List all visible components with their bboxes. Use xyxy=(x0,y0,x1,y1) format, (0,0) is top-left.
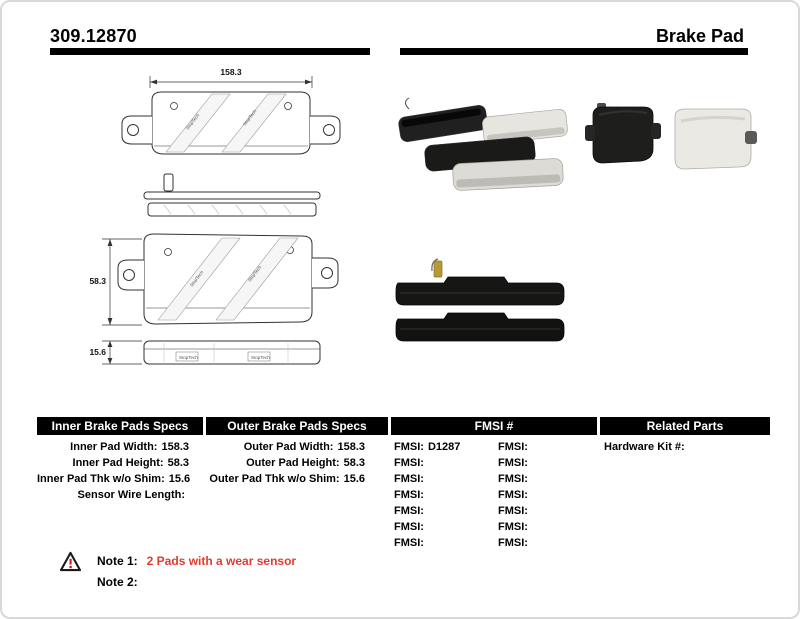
spec-label: Inner Pad Height: xyxy=(72,457,164,469)
drawing-front-view-1 xyxy=(121,76,341,155)
dimension-thickness-label: 15.6 xyxy=(89,347,106,357)
note-2-label: Note 2: xyxy=(97,575,138,589)
spec-row: Outer Pad Height:58.3 xyxy=(205,455,365,471)
section-header-inner-specs: Inner Brake Pads Specs xyxy=(37,417,203,435)
pad-clip xyxy=(745,131,757,144)
fmsi-row: FMSI: xyxy=(498,519,532,535)
fmsi-label: FMSI: xyxy=(498,441,528,453)
spec-value: 158.3 xyxy=(161,441,189,453)
note-1: Note 1: 2 Pads with a wear sensor xyxy=(97,554,296,568)
fmsi-column-2: FMSI: FMSI: FMSI: FMSI: FMSI: FMSI: FMSI… xyxy=(498,439,532,551)
header-rule-right xyxy=(400,48,748,55)
section-header-fmsi: FMSI # xyxy=(391,417,597,435)
technical-drawings: 158.3 StopTech StopTech xyxy=(89,67,341,365)
fmsi-row: FMSI: xyxy=(394,471,460,487)
spec-label: Outer Pad Height: xyxy=(246,457,340,469)
spec-row: Inner Pad Thk w/o Shim:15.6 xyxy=(37,471,191,487)
spec-label: Outer Pad Thk w/o Shim: xyxy=(209,473,340,485)
outer-specs-column: Outer Pad Width:158.3 Outer Pad Height:5… xyxy=(205,439,365,487)
wear-sensor-wire xyxy=(405,97,410,110)
fmsi-row: FMSI: xyxy=(498,535,532,551)
page-title: Brake Pad xyxy=(655,26,744,46)
fmsi-label: FMSI: xyxy=(394,473,424,485)
fmsi-label: FMSI: xyxy=(498,473,528,485)
product-photo-edge-views xyxy=(395,258,565,342)
related-parts-column: Hardware Kit #: xyxy=(604,439,689,455)
fmsi-column-1: FMSI:D1287 FMSI: FMSI: FMSI: FMSI: FMSI:… xyxy=(394,439,460,551)
note-1-label: Note 1: xyxy=(97,554,138,568)
fmsi-label: FMSI: xyxy=(498,537,528,549)
spec-row: Outer Pad Thk w/o Shim:15.6 xyxy=(205,471,365,487)
fmsi-row: FMSI: xyxy=(394,487,460,503)
dimension-height-label: 58.3 xyxy=(89,276,106,286)
fmsi-label: FMSI: xyxy=(394,521,424,533)
header-rule-left xyxy=(50,48,370,55)
fmsi-row: FMSI: xyxy=(394,503,460,519)
fmsi-row: FMSI: xyxy=(498,503,532,519)
fmsi-row: FMSI: xyxy=(498,439,532,455)
section-header-related-parts: Related Parts xyxy=(600,417,770,435)
spec-label: Outer Pad Width: xyxy=(243,441,334,453)
dimension-width-label: 158.3 xyxy=(220,67,242,77)
fmsi-row: FMSI: xyxy=(394,519,460,535)
spec-value: 15.6 xyxy=(343,473,365,485)
part-number: 309.12870 xyxy=(50,26,137,46)
fmsi-label: FMSI: xyxy=(394,537,424,549)
wear-sensor xyxy=(433,260,443,278)
spec-row: Inner Pad Height:58.3 xyxy=(37,455,189,471)
spec-label: Hardware Kit #: xyxy=(604,441,685,453)
spec-row: Outer Pad Width:158.3 xyxy=(205,439,365,455)
fmsi-label: FMSI: xyxy=(394,505,424,517)
fmsi-row: FMSI:D1287 xyxy=(394,439,460,455)
product-photos xyxy=(395,97,757,342)
fmsi-label: FMSI: xyxy=(394,489,424,501)
note-2: Note 2: xyxy=(97,575,147,589)
spec-row: Sensor Wire Length: xyxy=(37,487,189,503)
spec-value: 158.3 xyxy=(337,441,365,453)
brand-logo-text: StopTech xyxy=(179,355,198,360)
fmsi-row: FMSI: xyxy=(498,487,532,503)
brand-logo-text: StopTech xyxy=(251,355,270,360)
drawing-profile-view xyxy=(143,173,321,217)
spec-label: Sensor Wire Length: xyxy=(77,489,185,501)
spec-value: 58.3 xyxy=(343,457,365,469)
fmsi-label: FMSI: xyxy=(394,441,424,453)
fmsi-row: FMSI: xyxy=(394,535,460,551)
fmsi-label: FMSI: xyxy=(498,489,528,501)
wear-sensor-wire xyxy=(431,258,439,272)
warning-icon xyxy=(59,551,82,572)
fmsi-row: FMSI: xyxy=(498,455,532,471)
fmsi-label: FMSI: xyxy=(498,457,528,469)
product-photo-pad-set xyxy=(398,97,568,191)
section-header-outer-specs: Outer Brake Pads Specs xyxy=(206,417,388,435)
spec-value: 58.3 xyxy=(167,457,189,469)
spec-label: Inner Pad Thk w/o Shim: xyxy=(37,473,165,485)
drawing-bottom-view xyxy=(102,340,321,365)
fmsi-label: FMSI: xyxy=(394,457,424,469)
spec-row: Inner Pad Width:158.3 xyxy=(37,439,189,455)
product-photo-pad-pair xyxy=(585,103,757,170)
spec-value: 15.6 xyxy=(168,473,191,485)
fmsi-row: FMSI: xyxy=(498,471,532,487)
drawing-front-view-2 xyxy=(102,233,339,326)
spec-label: Inner Pad Width: xyxy=(70,441,158,453)
note-1-text: 2 Pads with a wear sensor xyxy=(146,554,297,568)
fmsi-label: FMSI: xyxy=(498,505,528,517)
inner-specs-column: Inner Pad Width:158.3 Inner Pad Height:5… xyxy=(37,439,191,503)
fmsi-value: D1287 xyxy=(427,441,461,453)
fmsi-row: FMSI: xyxy=(394,455,460,471)
spec-row: Hardware Kit #: xyxy=(604,439,689,455)
fmsi-label: FMSI: xyxy=(498,521,528,533)
